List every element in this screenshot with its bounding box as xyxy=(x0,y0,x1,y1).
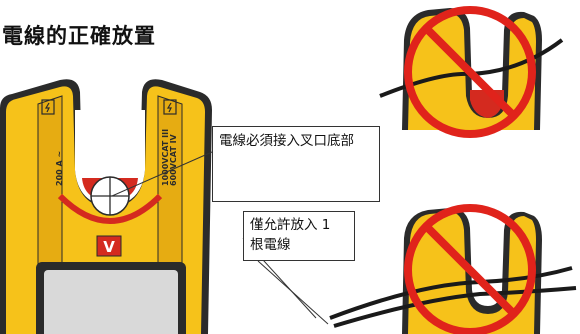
meter-main: V 200 A ~ 1000VCAT III 600VCAT IV xyxy=(0,79,212,334)
callout-pointer-2b xyxy=(257,260,329,325)
page-title: 電線的正確放置 xyxy=(2,24,156,48)
callout-pointer-1 xyxy=(111,151,213,197)
rating-right-2: 600VCAT IV xyxy=(169,133,178,186)
callout-one-wire-only: 僅允許放入 1 根電線 xyxy=(243,211,355,261)
prohibited-example-top xyxy=(379,6,564,138)
prohibited-example-bottom xyxy=(329,204,577,334)
rating-left: 200 A ~ xyxy=(55,151,64,186)
callout-bottom-of-jaw: 電線必須接入叉口底部 xyxy=(212,126,380,202)
rating-right-1: 1000VCAT III xyxy=(161,129,170,186)
meter-logo: V xyxy=(103,238,115,256)
